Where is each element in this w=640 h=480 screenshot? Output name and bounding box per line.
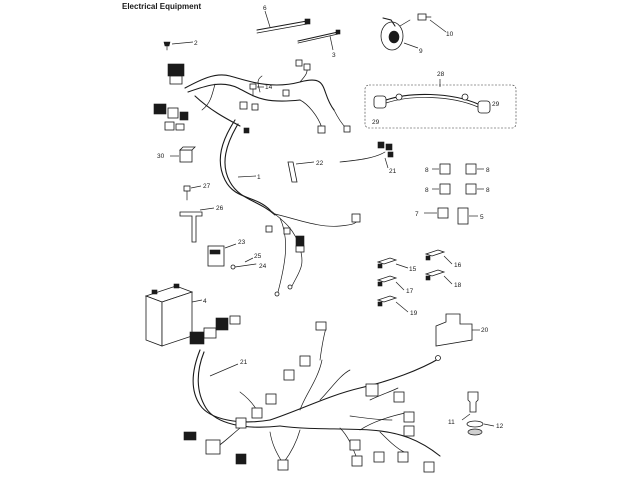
small-harness-21 xyxy=(339,141,394,169)
horn-bolt-10 xyxy=(417,13,447,33)
callout-5: 5 xyxy=(480,214,484,221)
callout-20: 20 xyxy=(481,327,489,334)
washer-12 xyxy=(466,420,495,436)
callout-21-lower: 21 xyxy=(240,359,248,366)
callout-18: 18 xyxy=(454,282,462,289)
harness-connectors-upper xyxy=(153,59,361,297)
callout-21-upper: 21 xyxy=(389,168,397,175)
callout-24: 24 xyxy=(259,263,267,270)
callout-25: 25 xyxy=(254,253,262,260)
regulator-23 xyxy=(207,243,237,267)
bolt-11 xyxy=(461,391,479,421)
callout-labels: 6 2 3 10 9 14 28 29 29 30 22 21 1 8 8 8 … xyxy=(157,5,504,430)
callout-19: 19 xyxy=(410,310,418,317)
callout-16: 16 xyxy=(454,262,462,269)
bracket-26 xyxy=(179,207,215,243)
screw-25-24 xyxy=(230,257,257,270)
relay-7 xyxy=(424,207,449,219)
callout-29-left: 29 xyxy=(372,119,380,126)
callout-28: 28 xyxy=(437,71,445,78)
callout-14: 14 xyxy=(265,84,273,91)
screw-2 xyxy=(163,41,194,51)
battery-4 xyxy=(144,283,203,347)
screw-22 xyxy=(287,161,315,183)
fuses-group xyxy=(376,249,453,313)
callout-8-d: 8 xyxy=(486,187,490,194)
fuse-box-20 xyxy=(435,313,480,347)
diagram-title: Electrical Equipment xyxy=(122,2,201,11)
callout-4: 4 xyxy=(203,298,207,305)
callout-29-right: 29 xyxy=(492,101,500,108)
callout-30: 30 xyxy=(157,153,165,160)
callout-27: 27 xyxy=(203,183,211,190)
callout-15: 15 xyxy=(409,266,417,273)
callout-6: 6 xyxy=(263,5,267,12)
callout-10: 10 xyxy=(446,31,454,38)
cable-tie-6 xyxy=(256,10,311,34)
bolt-14 xyxy=(249,83,264,97)
relays-8-group xyxy=(432,163,484,195)
leader-1 xyxy=(237,175,257,178)
callout-8-a: 8 xyxy=(425,167,429,174)
horn-9 xyxy=(380,17,419,51)
callout-8-b: 8 xyxy=(486,167,490,174)
callout-22: 22 xyxy=(316,160,324,167)
callout-1: 1 xyxy=(257,174,261,181)
callout-3: 3 xyxy=(332,52,336,59)
callout-12: 12 xyxy=(496,423,504,430)
callout-26: 26 xyxy=(216,205,224,212)
callout-7: 7 xyxy=(415,211,419,218)
relay-30 xyxy=(170,146,196,163)
callout-17: 17 xyxy=(406,288,414,295)
lower-harness-21 xyxy=(192,327,441,463)
cable-tie-3 xyxy=(297,29,341,51)
bolt-27 xyxy=(183,185,202,201)
callout-2: 2 xyxy=(194,40,198,47)
callout-11: 11 xyxy=(448,419,455,426)
flasher-5 xyxy=(457,207,478,225)
harness-connectors-lower xyxy=(183,315,441,473)
battery-cable-28 xyxy=(364,79,517,129)
callout-8-c: 8 xyxy=(425,187,429,194)
callout-9: 9 xyxy=(419,48,423,55)
callout-23: 23 xyxy=(238,239,246,246)
